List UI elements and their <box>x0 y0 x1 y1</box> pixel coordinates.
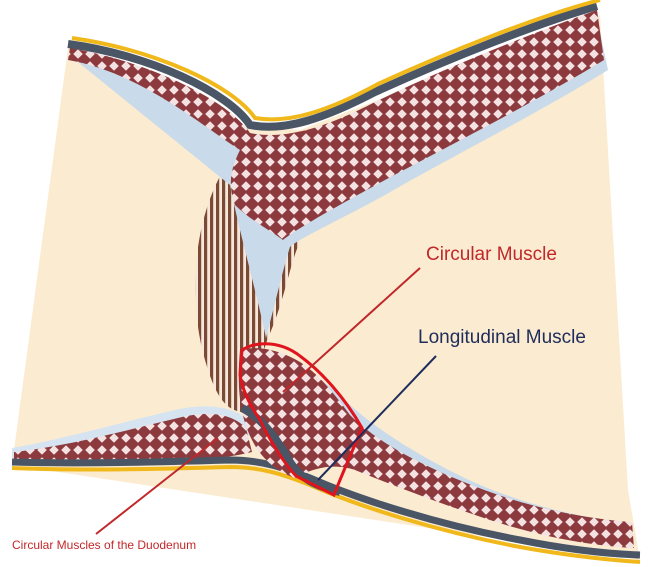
duodenum-circular-label: Circular Muscles of the Duodenum <box>12 538 196 552</box>
longitudinal-muscle-label: Longitudinal Muscle <box>418 327 586 349</box>
circular-muscle-label: Circular Muscle <box>426 244 557 266</box>
